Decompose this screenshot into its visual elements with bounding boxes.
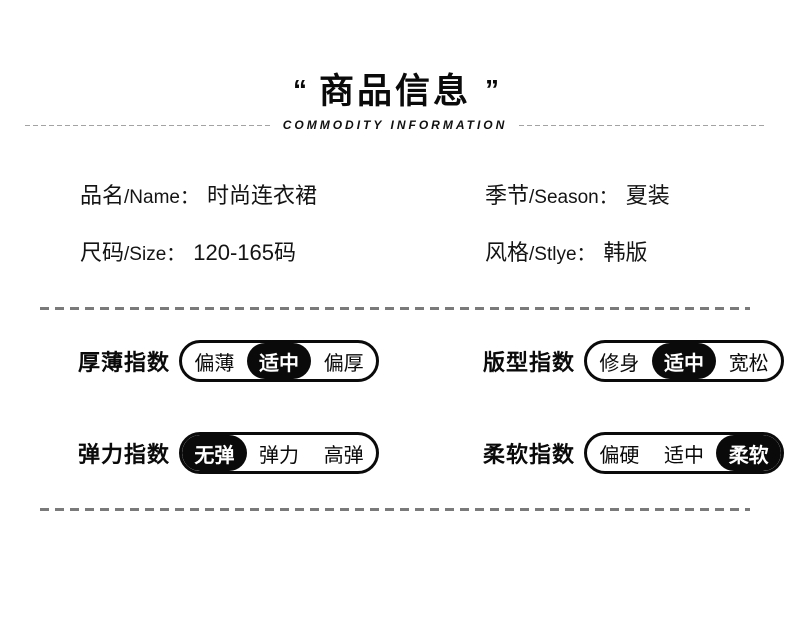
- pill-option: 适中: [664, 444, 705, 467]
- pill-option: 偏薄: [194, 352, 235, 375]
- pill-option: 弹力: [259, 444, 300, 467]
- info-field-size: 尺码/Size： 120-165码: [80, 239, 485, 269]
- pill-option: 偏硬: [599, 444, 640, 467]
- pill-option: 宽松: [728, 352, 769, 375]
- info-field-season: 季节/Season： 夏装: [485, 182, 770, 212]
- info-field-value: 时尚连衣裙: [206, 183, 317, 208]
- pill-option-selected: 柔软: [716, 435, 782, 471]
- index-grid: 厚薄指数 偏薄 适中 偏厚 版型指数 修身 适中 宽松 弹力指数 无弹 弹力 高…: [0, 310, 790, 474]
- info-field-label-en: /Name：: [124, 187, 199, 208]
- info-field-label-cn: 风格: [485, 240, 530, 265]
- index-row-thickness: 厚薄指数 偏薄 适中 偏厚: [78, 340, 483, 382]
- pill-option: 修身: [599, 352, 640, 375]
- index-row-elasticity: 弹力指数 无弹 弹力 高弹: [78, 432, 483, 474]
- info-field-label-cn: 季节: [485, 183, 530, 208]
- index-row-fit: 版型指数 修身 适中 宽松: [483, 340, 785, 382]
- pill-option-selected: 无弹: [182, 435, 247, 471]
- info-field-label-cn: 尺码: [80, 240, 125, 265]
- info-field-label-cn: 品名: [80, 183, 125, 208]
- info-field-value: 夏装: [625, 183, 670, 208]
- subtitle-left-dash-rule: [25, 124, 271, 126]
- info-field-style: 风格/Stlye： 韩版: [485, 239, 770, 269]
- header: “ 商品信息 ” COMMODITY INFORMATION: [0, 74, 790, 132]
- page-subtitle: COMMODITY INFORMATION: [282, 118, 508, 132]
- close-quote-icon: ”: [485, 74, 499, 105]
- softness-option-pill: 偏硬 适中 柔软: [584, 432, 785, 474]
- pill-option: 偏厚: [323, 352, 364, 375]
- page-title: 商品信息: [318, 72, 471, 111]
- pill-option-selected: 适中: [246, 343, 312, 379]
- info-field-name: 品名/Name： 时尚连衣裙: [80, 182, 485, 212]
- index-row-softness: 柔软指数 偏硬 适中 柔软: [483, 432, 785, 474]
- index-label: 弹力指数: [78, 442, 171, 467]
- index-label: 版型指数: [483, 350, 576, 375]
- info-field-label-en: /Stlye：: [529, 244, 596, 265]
- index-label: 柔软指数: [483, 442, 576, 467]
- elasticity-option-pill: 无弹 弹力 高弹: [179, 432, 380, 474]
- fit-option-pill: 修身 适中 宽松: [584, 340, 785, 382]
- open-quote-icon: “: [292, 74, 307, 105]
- pill-option: 高弹: [323, 444, 364, 467]
- product-info-grid: 品名/Name： 时尚连衣裙 季节/Season： 夏装 尺码/Size： 120-1…: [0, 132, 790, 269]
- info-field-value: 韩版: [603, 240, 648, 265]
- bottom-dashed-divider: [40, 508, 750, 511]
- thickness-option-pill: 偏薄 适中 偏厚: [179, 340, 380, 382]
- info-field-label-en: /Size：: [124, 244, 186, 265]
- subtitle-row: COMMODITY INFORMATION: [25, 118, 766, 132]
- top-dashed-divider: [40, 307, 750, 310]
- info-field-value: 120-165码: [193, 240, 297, 265]
- subtitle-right-dash-rule: [519, 124, 766, 126]
- info-field-label-en: /Season：: [529, 187, 618, 208]
- title-row: “ 商品信息 ”: [0, 74, 790, 109]
- pill-option-selected: 适中: [651, 343, 717, 379]
- index-label: 厚薄指数: [78, 350, 171, 375]
